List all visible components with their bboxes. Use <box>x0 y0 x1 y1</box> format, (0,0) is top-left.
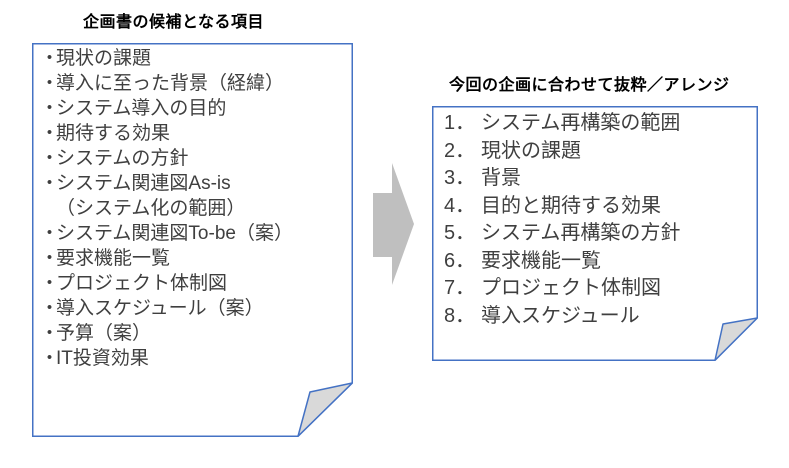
bullet-glyph: ・ <box>40 348 60 369</box>
selected-item-text: 背景 <box>481 167 521 189</box>
selected-item-text: 導入スケジュール <box>481 304 640 327</box>
candidate-item: ・プロジェクト体制図 <box>40 271 346 296</box>
candidate-item-text: 要求機能一覧 <box>56 248 171 269</box>
right-box-title: 今回の企画に合わせて抜粋／アレンジ <box>449 77 730 94</box>
bullet-glyph: ・ <box>40 123 60 144</box>
item-number: 1． <box>444 112 476 134</box>
candidate-item-text: 導入スケジュール（案） <box>56 298 264 319</box>
candidate-item: ・期待する効果 <box>40 121 346 146</box>
candidate-item: ・IT投資効果 <box>40 346 346 371</box>
item-number: 3． <box>444 167 476 189</box>
selected-item-text: 目的と期待する効果 <box>481 194 661 217</box>
candidate-item-text: プロジェクト体制図 <box>56 273 228 294</box>
bullet-glyph: ・ <box>40 73 60 94</box>
candidate-item: ・予算（案） <box>40 321 346 346</box>
left-box-title: 企画書の候補となる項目 <box>83 14 265 31</box>
selected-item: 5．システム再構築の方針 <box>444 220 752 248</box>
right-arrow-icon <box>373 163 414 285</box>
selected-item-text: 現状の課題 <box>481 139 581 162</box>
candidate-item: （システム化の範囲） <box>40 196 346 221</box>
selected-item: 2．現状の課題 <box>444 138 752 166</box>
bullet-glyph: ・ <box>40 98 60 119</box>
selected-item-text: システム再構築の方針 <box>481 222 681 244</box>
selected-item-text: システム再構築の範囲 <box>481 112 681 134</box>
candidate-item-text: システム関連図To-be（案） <box>56 223 293 244</box>
candidate-item-text: システム導入の目的 <box>56 98 227 119</box>
selected-item: 1．システム再構築の範囲 <box>444 110 752 138</box>
selected-item: 3．背景 <box>444 165 752 193</box>
selected-item: 7．プロジェクト体制図 <box>444 275 752 303</box>
item-number: 6． <box>444 249 476 272</box>
right-folded-corner-box <box>432 106 758 361</box>
left-box-fold-corner <box>297 382 353 437</box>
selected-item: 6．要求機能一覧 <box>444 248 752 276</box>
selected-item: 4．目的と期待する効果 <box>444 193 752 221</box>
right-box-fold-corner <box>714 317 758 361</box>
item-number: 2． <box>444 139 476 162</box>
candidate-item-text: （システム化の範囲） <box>56 198 246 219</box>
selected-item-text: 要求機能一覧 <box>481 249 601 272</box>
candidate-item-text: 期待する効果 <box>56 123 171 144</box>
candidate-item: ・導入スケジュール（案） <box>40 296 346 321</box>
item-number: 5． <box>444 222 476 244</box>
bullet-glyph: ・ <box>40 223 60 244</box>
candidate-item: ・要求機能一覧 <box>40 246 346 271</box>
item-number: 4． <box>444 194 476 217</box>
selected-item-text: プロジェクト体制図 <box>481 277 661 299</box>
item-number: 8． <box>444 304 476 327</box>
candidate-item: ・システム導入の目的 <box>40 96 346 121</box>
item-number: 7． <box>444 277 476 299</box>
bullet-glyph: ・ <box>40 248 60 269</box>
left-folded-corner-box <box>32 43 353 437</box>
candidate-item-text: システムの方針 <box>56 148 189 169</box>
bullet-glyph: ・ <box>40 273 60 294</box>
right-arrow-shape <box>373 163 414 285</box>
candidate-item: ・現状の課題 <box>40 46 346 71</box>
candidate-item: ・システム関連図As-is <box>40 171 346 196</box>
candidate-item-text: システム関連図As-is <box>56 173 231 194</box>
bullet-glyph: ・ <box>40 298 60 319</box>
bullet-glyph: ・ <box>40 173 60 194</box>
candidate-item-text: 導入に至った背景（経緯） <box>56 73 285 94</box>
candidate-item-text: 現状の課題 <box>56 48 152 69</box>
candidate-item: ・導入に至った背景（経緯） <box>40 71 346 96</box>
candidate-item: ・システム関連図To-be（案） <box>40 221 346 246</box>
candidate-item: ・システムの方針 <box>40 146 346 171</box>
bullet-glyph: ・ <box>40 148 60 169</box>
bullet-glyph: ・ <box>40 48 60 69</box>
bullet-glyph: ・ <box>40 323 60 344</box>
candidate-items-list: ・現状の課題・導入に至った背景（経緯）・システム導入の目的・期待する効果・システ… <box>40 46 346 371</box>
candidate-item-text: 予算（案） <box>56 323 152 344</box>
candidate-item-text: IT投資効果 <box>56 348 149 369</box>
selected-item: 8．導入スケジュール <box>444 303 752 331</box>
